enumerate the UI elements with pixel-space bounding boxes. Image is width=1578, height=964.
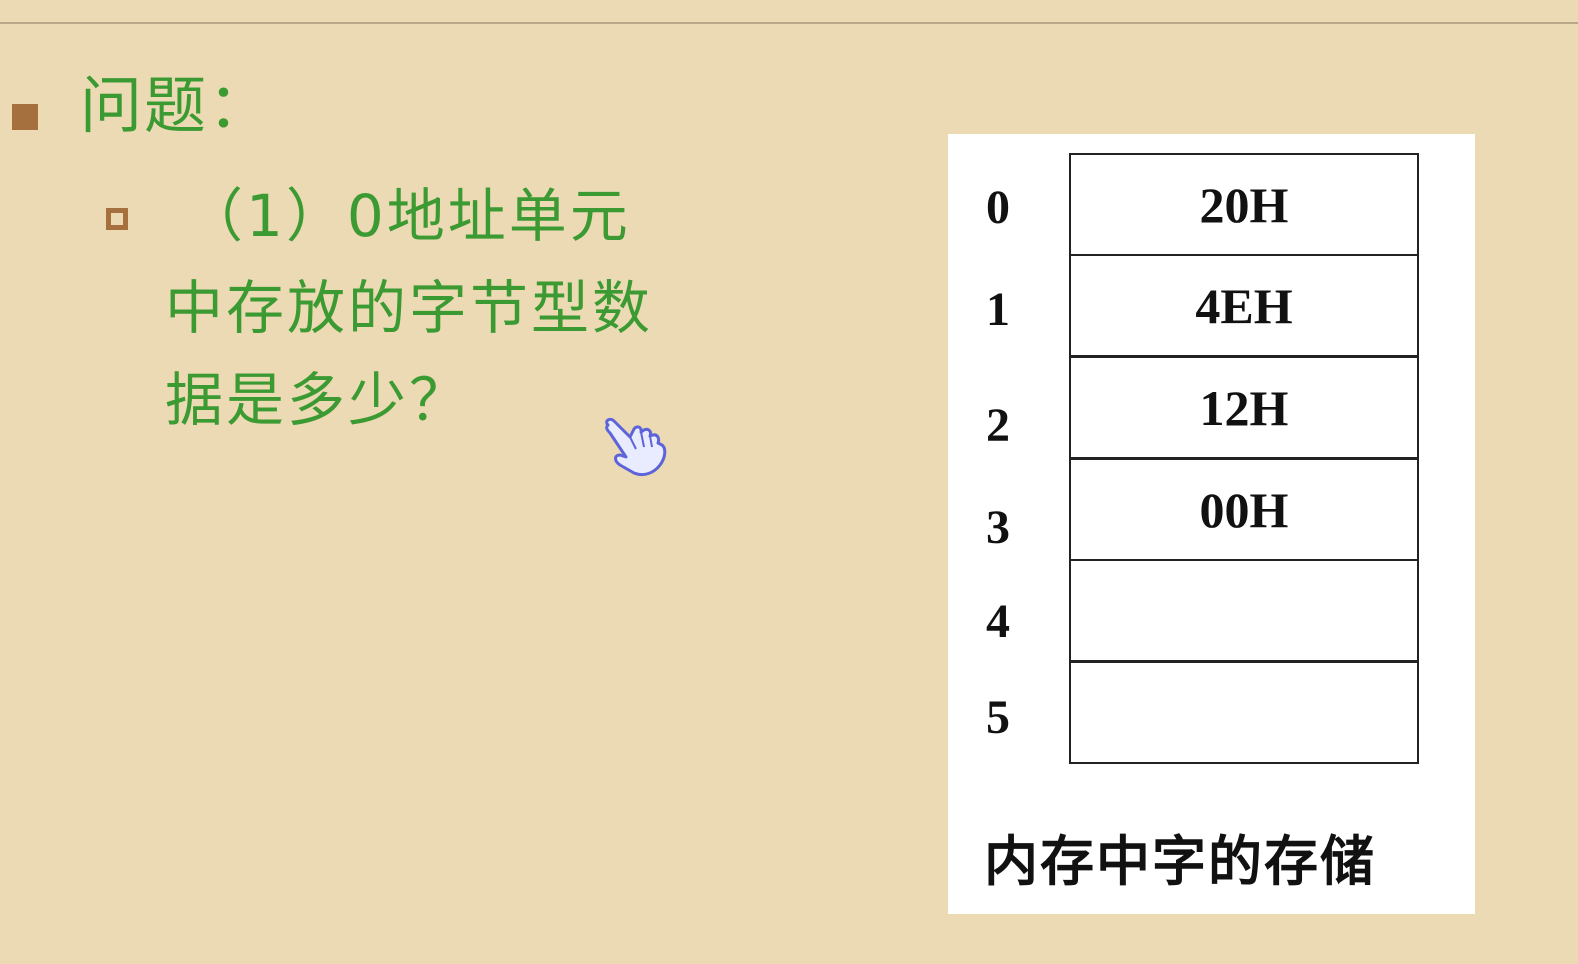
pointer-hand-icon — [605, 417, 667, 477]
address-label-1: 1 — [986, 283, 1010, 336]
top-divider-line — [0, 22, 1578, 24]
address-label-3: 3 — [986, 501, 1010, 554]
memory-diagram: 0 20H 1 4EH 2 12H 3 00H 4 5 内存中字的存储 — [948, 134, 1475, 914]
address-label-5: 5 — [986, 691, 1010, 744]
square-bullet-icon — [12, 104, 38, 130]
address-label-2: 2 — [986, 399, 1010, 452]
question-line-2: 中存放的字节型数 — [165, 274, 654, 342]
question-text: （1）0地址单元 中存放的字节型数 据是多少？ — [165, 170, 775, 446]
question-line-3: 据是多少？ — [165, 366, 471, 434]
memory-cell-1: 4EH — [1069, 254, 1419, 357]
memory-cell-2: 12H — [1069, 356, 1419, 459]
slide-heading: 问题： — [80, 69, 273, 142]
memory-cell-5 — [1069, 661, 1419, 764]
hollow-square-bullet-icon — [106, 208, 128, 230]
address-label-4: 4 — [986, 595, 1010, 648]
memory-cell-3: 00H — [1069, 458, 1419, 561]
memory-cell-0: 20H — [1069, 153, 1419, 256]
memory-cell-4 — [1069, 559, 1419, 662]
address-label-0: 0 — [986, 181, 1010, 234]
question-line-1: （1）0地址单元 — [185, 182, 631, 250]
diagram-caption: 内存中字的存储 — [984, 830, 1376, 893]
